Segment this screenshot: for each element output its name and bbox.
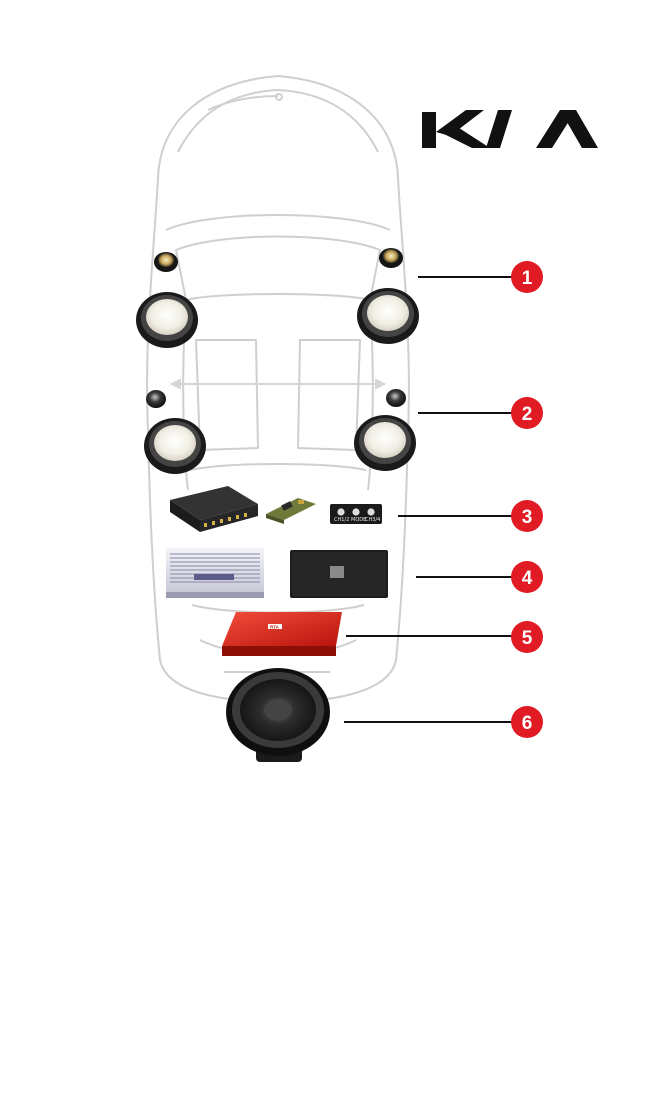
processor-board [266, 498, 316, 524]
level-controller: CH1/2 MODE CH3/4 [330, 504, 382, 524]
front-left-woofer [136, 292, 198, 348]
dsp-processor [170, 486, 258, 532]
rear-right-tweeter [386, 389, 406, 407]
seat-arrows [169, 378, 387, 390]
callout-badge-1: 1 [511, 261, 543, 293]
rear-left-tweeter [146, 390, 166, 408]
subwoofer [226, 668, 330, 762]
callout-badge-5: 5 [511, 621, 543, 653]
front-right-tweeter [379, 248, 403, 268]
controller-label-2: MODE [351, 517, 366, 523]
red-amplifier: RTA [222, 612, 342, 656]
callout-number-4: 4 [522, 568, 533, 589]
controller-label-1: CH1/2 [334, 517, 349, 523]
callout-number-5: 5 [522, 628, 533, 649]
callout-badge-3: 3 [511, 500, 543, 532]
callout-badge-4: 4 [511, 561, 543, 593]
callout-number-6: 6 [522, 713, 533, 734]
leader-lines [344, 276, 512, 723]
kia-logo [422, 110, 598, 148]
callout-number-2: 2 [522, 404, 533, 425]
silver-amplifier [166, 548, 264, 598]
rear-left-woofer [144, 418, 206, 474]
front-right-woofer [357, 288, 419, 344]
callout-badge-6: 6 [511, 706, 543, 738]
front-left-tweeter [154, 252, 178, 272]
car-outline [146, 75, 410, 703]
amp-brand: RTA [270, 625, 280, 630]
callout-number-3: 3 [522, 507, 533, 528]
controller-label-3: CH3/4 [365, 517, 380, 523]
black-amplifier [290, 550, 388, 598]
callout-number-1: 1 [522, 268, 533, 289]
rear-right-woofer [354, 415, 416, 471]
callout-badge-2: 2 [511, 397, 543, 429]
